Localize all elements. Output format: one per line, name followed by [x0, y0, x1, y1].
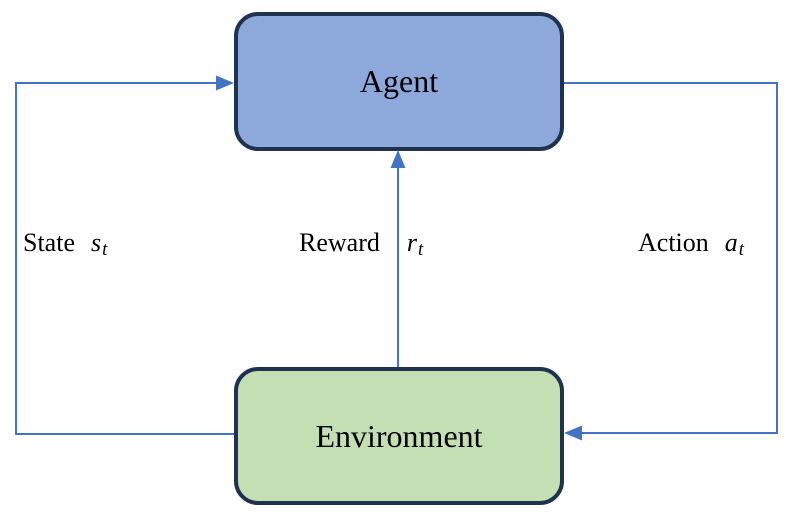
action-word: Action [638, 228, 709, 257]
action-symbol: at [724, 228, 744, 261]
reward-arrow [390, 150, 406, 367]
environment-label: Environment [315, 417, 483, 454]
reward-edge-label: Reward rt [299, 228, 424, 261]
state-word: State [23, 228, 75, 257]
state-edge-label: State st [23, 228, 108, 261]
environment-node: Environment [234, 367, 564, 505]
agent-node: Agent [234, 12, 564, 151]
reward-symbol: rt [406, 228, 424, 261]
agent-label: Agent [359, 63, 439, 99]
state-subscript: t [102, 239, 108, 261]
reward-word: Reward [299, 228, 380, 257]
state-symbol: st [91, 228, 108, 261]
state-arrow [15, 75, 234, 435]
action-subscript: t [738, 239, 744, 261]
action-edge-label: Action at [638, 228, 744, 261]
action-arrow [564, 82, 778, 441]
reward-subscript: t [417, 239, 424, 261]
